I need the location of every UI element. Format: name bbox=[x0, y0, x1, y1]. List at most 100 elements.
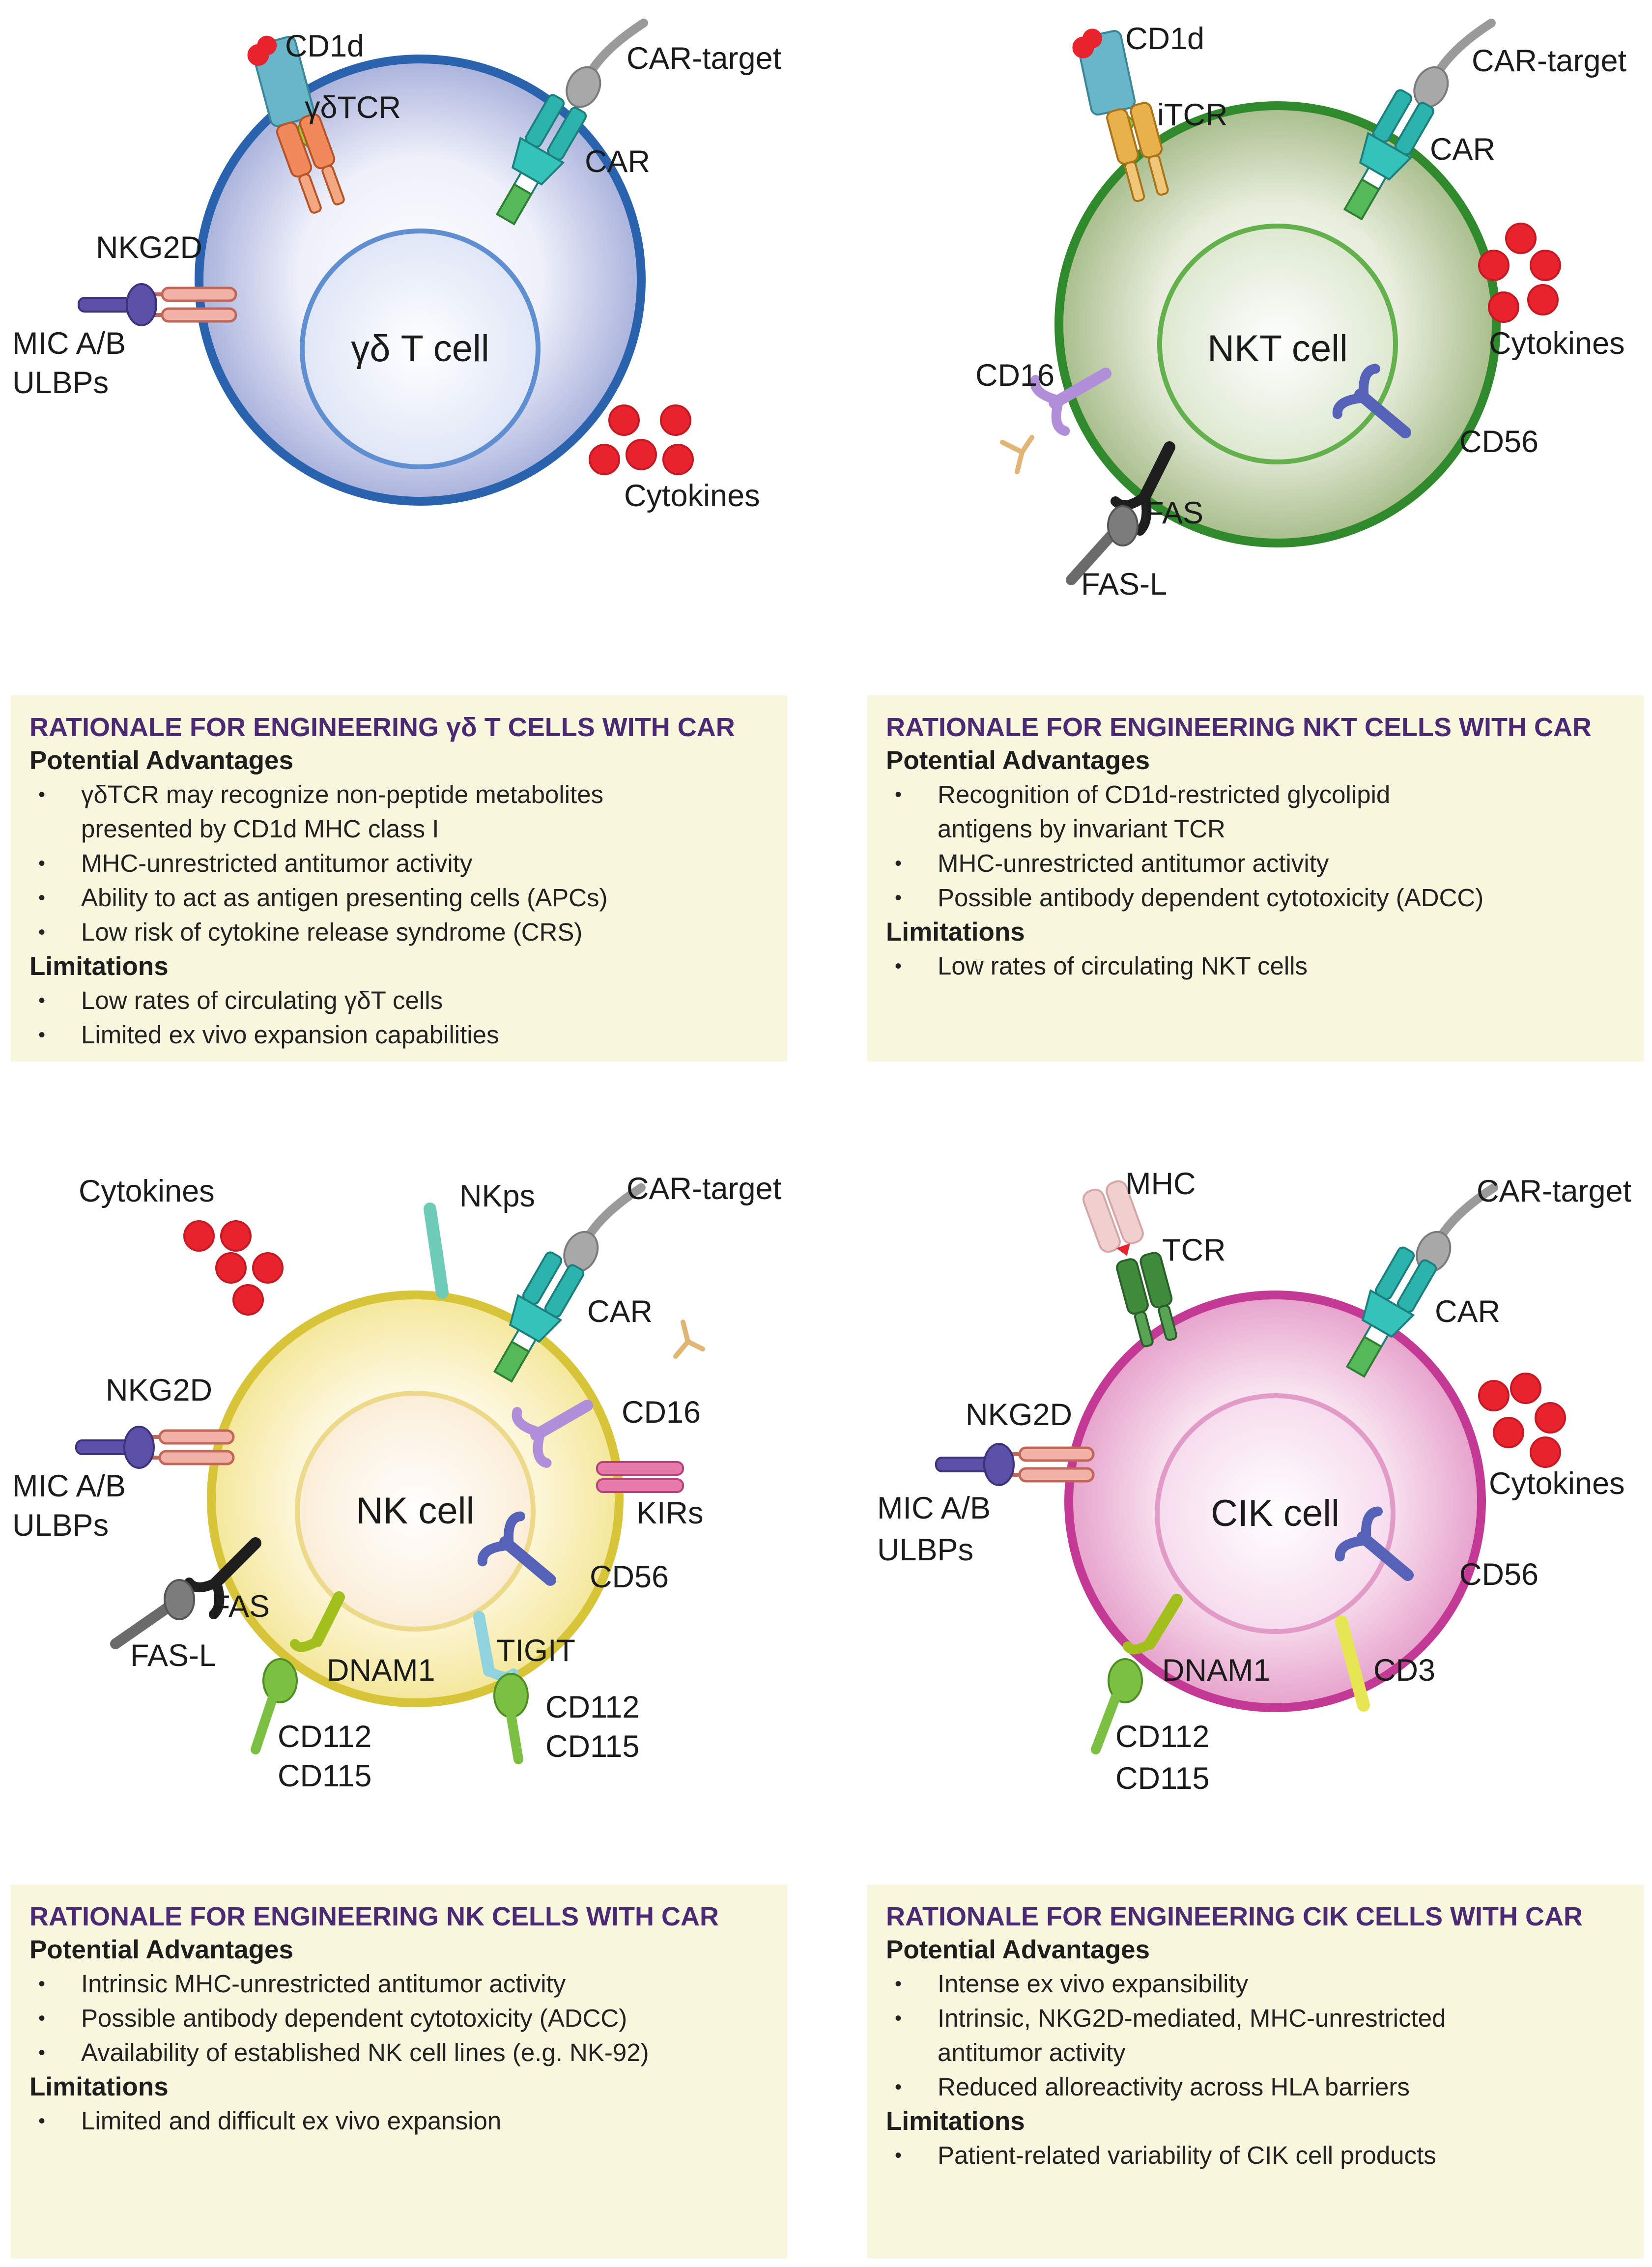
nk-fas-label: FAS bbox=[211, 1589, 270, 1624]
nk-fas-icon bbox=[184, 1537, 261, 1619]
gd-cytokines-icon bbox=[589, 404, 694, 475]
list-item: Intrinsic, NKG2D-mediated, MHC-unrestric… bbox=[886, 2001, 1625, 2036]
gd-mic-icon bbox=[78, 283, 157, 326]
gd-car-label: CAR bbox=[585, 144, 650, 179]
nk-cd56-label: CD56 bbox=[590, 1560, 669, 1594]
nk-cytokines-icon bbox=[183, 1220, 284, 1316]
nk-cell-nucleus bbox=[295, 1391, 536, 1632]
list-item: Limited and difficult ex vivo expansion bbox=[29, 2104, 769, 2138]
list-item: MHC-unrestricted antitumor activity bbox=[886, 846, 1625, 881]
cik-cell-name: CIK cell bbox=[1211, 1492, 1339, 1534]
gd-cytokines-label: Cytokines bbox=[624, 479, 760, 513]
cik-rationale-panel: RATIONALE FOR ENGINEERING CIK CELLS WITH… bbox=[867, 1885, 1644, 2258]
cik-car-target-label: CAR-target bbox=[1477, 1174, 1632, 1208]
gd-cd1d-label: CD1d bbox=[285, 29, 364, 63]
gd-tcr-label: γδTCR bbox=[305, 90, 401, 125]
gd-nkg2d-label: NKG2D bbox=[96, 230, 202, 265]
nkt-rationale-panel: RATIONALE FOR ENGINEERING NKT CELLS WITH… bbox=[867, 695, 1644, 1062]
nk-dnam1-label: DNAM1 bbox=[327, 1653, 435, 1688]
cik-limitations-list: Patient-related variability of CIK cell … bbox=[886, 2138, 1625, 2173]
nkt-fas-label: FAS bbox=[1145, 496, 1203, 530]
list-item: Availability of established NK cell line… bbox=[29, 2036, 769, 2070]
nk-ulbp-label: ULBPs bbox=[12, 1508, 109, 1543]
cik-cytokines-label: Cytokines bbox=[1489, 1466, 1625, 1501]
nkt-cd56-label: CD56 bbox=[1459, 425, 1538, 459]
nkt-limitations-heading: Limitations bbox=[886, 918, 1025, 947]
cik-panel-title: RATIONALE FOR ENGINEERING CIK CELLS WITH… bbox=[886, 1902, 1583, 1931]
nk-limitations-list: Limited and difficult ex vivo expansion bbox=[29, 2104, 769, 2138]
gd-car-target-label: CAR-target bbox=[627, 41, 782, 76]
nk-fasl-label: FAS-L bbox=[130, 1638, 216, 1673]
gd-limitations-heading: Limitations bbox=[29, 952, 169, 981]
nk-kirs-icon bbox=[596, 1461, 684, 1493]
list-item: antitumor activity bbox=[938, 2038, 1126, 2066]
list-item: Limited ex vivo expansion capabilities bbox=[29, 1018, 769, 1052]
gd-cell-nucleus bbox=[300, 229, 541, 469]
cik-cell-diagram: CIK cell MHC TCR CAR-target CAR NKG2D MI… bbox=[877, 1167, 1632, 1796]
nkt-panel-title: RATIONALE FOR ENGINEERING NKT CELLS WITH… bbox=[886, 713, 1592, 742]
nk-limitations-heading: Limitations bbox=[29, 2072, 169, 2101]
nk-cd112-ligand-icon-a bbox=[251, 1658, 298, 1754]
cik-cd3-icon bbox=[1335, 1615, 1370, 1712]
list-item: Low rates of circulating γδT cells bbox=[29, 983, 769, 1018]
nk-cytokines-label: Cytokines bbox=[79, 1174, 215, 1208]
nk-panel-title: RATIONALE FOR ENGINEERING NK CELLS WITH … bbox=[29, 1902, 719, 1931]
nkt-car-target-label: CAR-target bbox=[1472, 44, 1627, 78]
gd-advantages-list: γδTCR may recognize non-peptide metaboli… bbox=[29, 777, 769, 949]
nkt-fasl-icon bbox=[1066, 505, 1139, 585]
nk-nkg2d-label: NKG2D bbox=[106, 1373, 212, 1407]
nkt-cd16-label: CD16 bbox=[975, 358, 1054, 393]
gd-ulbp-label: ULBPs bbox=[12, 366, 109, 400]
cik-dnam1-icon bbox=[1123, 1594, 1183, 1655]
list-item: Low rates of circulating NKT cells bbox=[886, 949, 1625, 983]
cik-nkg2d-label: NKG2D bbox=[966, 1398, 1072, 1432]
nk-advantages-heading: Potential Advantages bbox=[29, 1935, 293, 1964]
nk-advantages-list: Intrinsic MHC-unrestricted antitumor act… bbox=[29, 1967, 769, 2070]
list-item: antigens by invariant TCR bbox=[938, 815, 1225, 843]
nk-cell-name: NK cell bbox=[356, 1490, 475, 1532]
nk-rationale-panel: RATIONALE FOR ENGINEERING NK CELLS WITH … bbox=[11, 1885, 787, 2258]
nkt-itcr-label: iTCR bbox=[1157, 98, 1227, 132]
nkt-limitations-list: Low rates of circulating NKT cells bbox=[886, 949, 1625, 983]
nk-cd112-label-a: CD112 bbox=[278, 1720, 371, 1754]
cik-tcr-icon bbox=[1116, 1252, 1177, 1348]
list-item: Low risk of cytokine release syndrome (C… bbox=[29, 915, 769, 949]
nk-fasl-icon bbox=[110, 1579, 195, 1649]
nk-mic-icon bbox=[75, 1426, 155, 1469]
list-item: MHC-unrestricted antitumor activity bbox=[29, 846, 769, 881]
nk-dnam1-icon bbox=[290, 1591, 345, 1652]
cik-mic-label: MIC A/B bbox=[877, 1491, 991, 1525]
nkt-fas-icon bbox=[1111, 441, 1175, 536]
cik-advantages-list: Intense ex vivo expansibility Intrinsic,… bbox=[886, 1967, 1625, 2104]
cik-cd115-label: CD115 bbox=[1115, 1761, 1209, 1796]
nk-cd115-label-a: CD115 bbox=[278, 1759, 371, 1793]
list-item: Intrinsic MHC-unrestricted antitumor act… bbox=[29, 1967, 769, 2001]
cik-advantages-heading: Potential Advantages bbox=[886, 1935, 1150, 1964]
cik-cd56-label: CD56 bbox=[1459, 1557, 1538, 1592]
cik-cd3-label: CD3 bbox=[1373, 1653, 1435, 1688]
list-item: Recognition of CD1d-restricted glycolipi… bbox=[886, 777, 1625, 812]
gd-t-cell-diagram: γδ T cell CD1d γδTCR CAR-target CAR NKG2… bbox=[12, 5, 782, 513]
nk-car-label: CAR bbox=[587, 1294, 653, 1329]
cik-mhc-label: MHC bbox=[1125, 1167, 1196, 1201]
nk-cd115-label-b: CD115 bbox=[545, 1729, 639, 1764]
cik-tcr-label: TCR bbox=[1162, 1233, 1225, 1267]
nkt-itcr-icon bbox=[1106, 102, 1169, 202]
list-item: Intense ex vivo expansibility bbox=[886, 1967, 1625, 2001]
list-item: Ability to act as antigen presenting cel… bbox=[29, 881, 769, 915]
cik-limitations-heading: Limitations bbox=[886, 2107, 1025, 2136]
gd-tcr-icon bbox=[276, 113, 345, 214]
cik-mhc-icon bbox=[1082, 1180, 1144, 1256]
nkt-advantages-list: Recognition of CD1d-restricted glycolipi… bbox=[886, 777, 1625, 915]
list-item: presented by CD1d MHC class I bbox=[81, 815, 439, 843]
list-item: γδTCR may recognize non-peptide metaboli… bbox=[29, 777, 769, 812]
nkt-antibody-icon bbox=[1000, 435, 1034, 474]
nkt-fasl-label: FAS-L bbox=[1081, 567, 1167, 602]
nkt-advantages-heading: Potential Advantages bbox=[886, 746, 1150, 775]
gd-limitations-list: Low rates of circulating γδT cells Limit… bbox=[29, 983, 769, 1052]
cik-mic-icon bbox=[935, 1443, 1015, 1486]
nk-kirs-label: KIRs bbox=[636, 1496, 704, 1530]
cik-cell-nucleus bbox=[1155, 1393, 1396, 1634]
nk-antibody-icon bbox=[673, 1320, 705, 1359]
